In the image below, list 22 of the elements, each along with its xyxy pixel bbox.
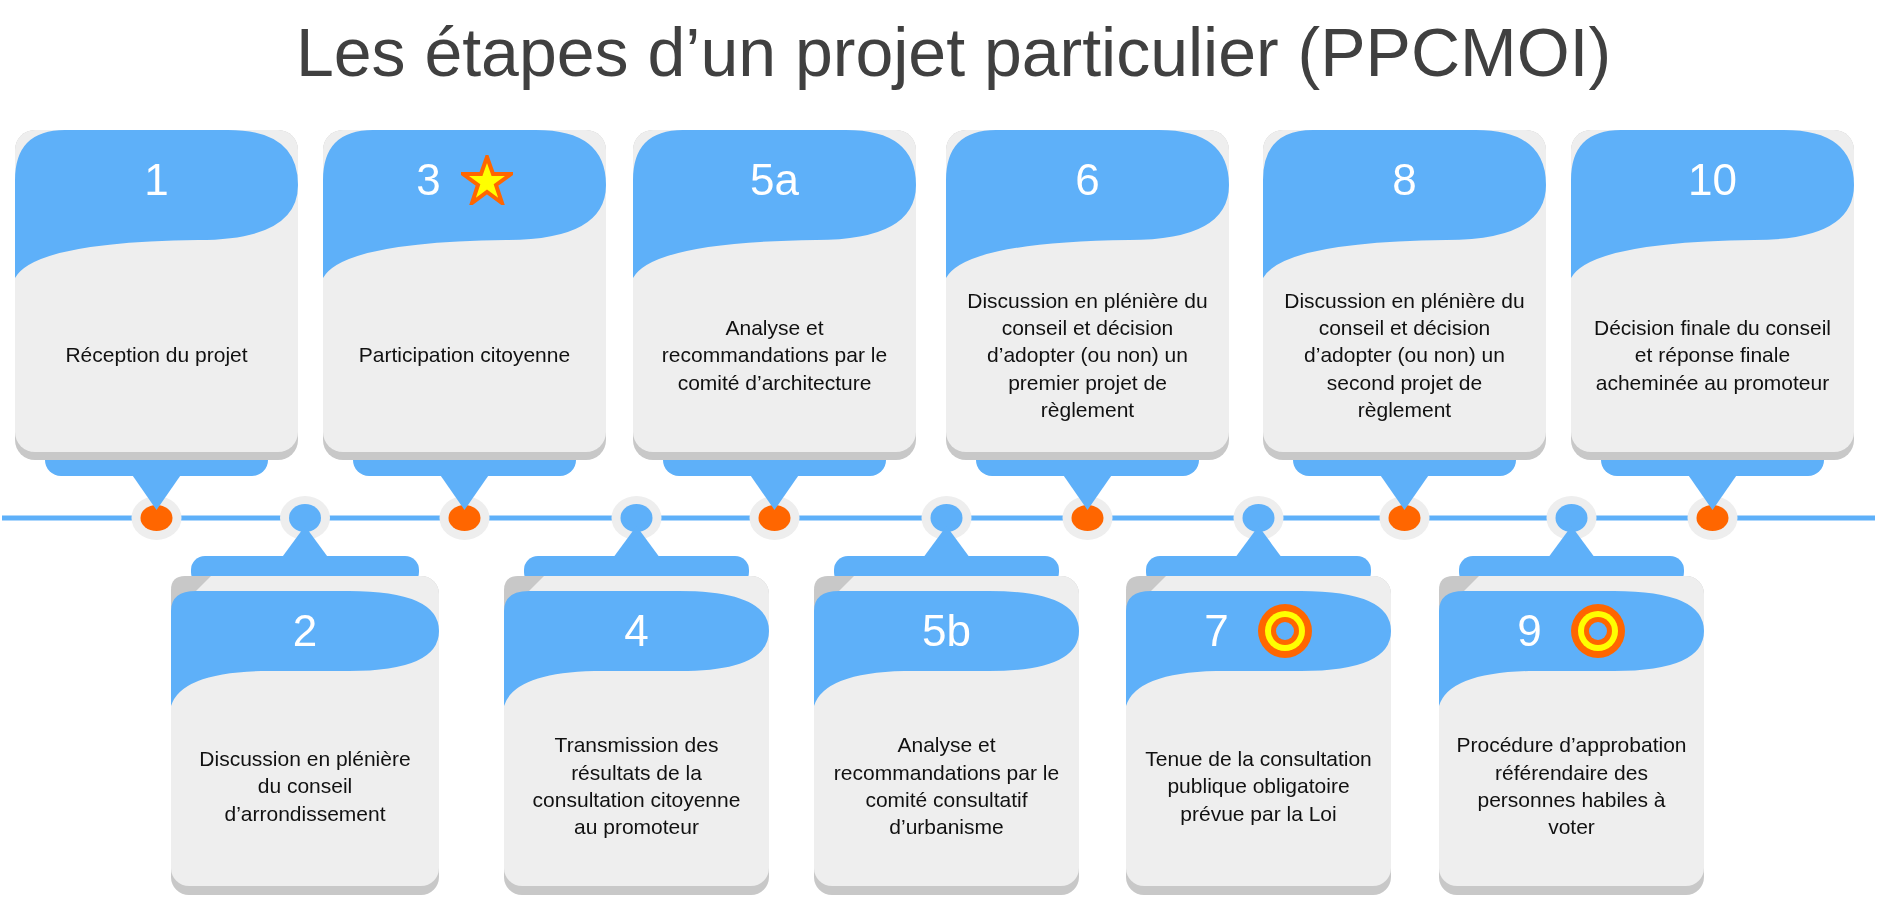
step-number: 9 [1517,609,1542,653]
step-description: Tenue de la consultation publique obligatoire prévue par la Loi [1144,746,1373,827]
step-number: 2 [292,609,318,653]
step-description: Participation citoyenne [358,342,571,369]
step-number: 8 [1392,158,1417,202]
step-number: 10 [1688,158,1737,202]
step-number: 3 [416,158,441,202]
step-number: 1 [144,158,169,202]
step-description: Discussion en plénière du conseil et décision d’adopter (ou non) un second projet de règlement [1283,287,1526,423]
step-number: 4 [624,609,649,653]
step-description: Discussion en plénière du conseil d’arrondissement [198,746,412,827]
step-description: Transmission des résultats de la consultation citoyenne au promoteur [531,732,742,841]
step-description: Procédure d’approbation référendaire des personnes habiles à voter [1455,732,1688,841]
step-number: 5b [922,609,971,653]
step-description: Réception du projet [65,342,248,369]
step-number: 5a [750,158,799,202]
step-description: Analyse et recommandations par le comité d’architecture [660,315,889,396]
step-description: Discussion en plénière du conseil et décision d’adopter (ou non) un premier projet de règlement [966,287,1209,423]
step-number: 7 [1204,609,1229,653]
step-description: Analyse et recommandations par le comité consultatif d’urbanisme [832,732,1061,841]
step-description: Décision finale du conseil et réponse finale acheminée au promoteur [1593,315,1832,396]
step-number: 6 [1075,158,1100,202]
